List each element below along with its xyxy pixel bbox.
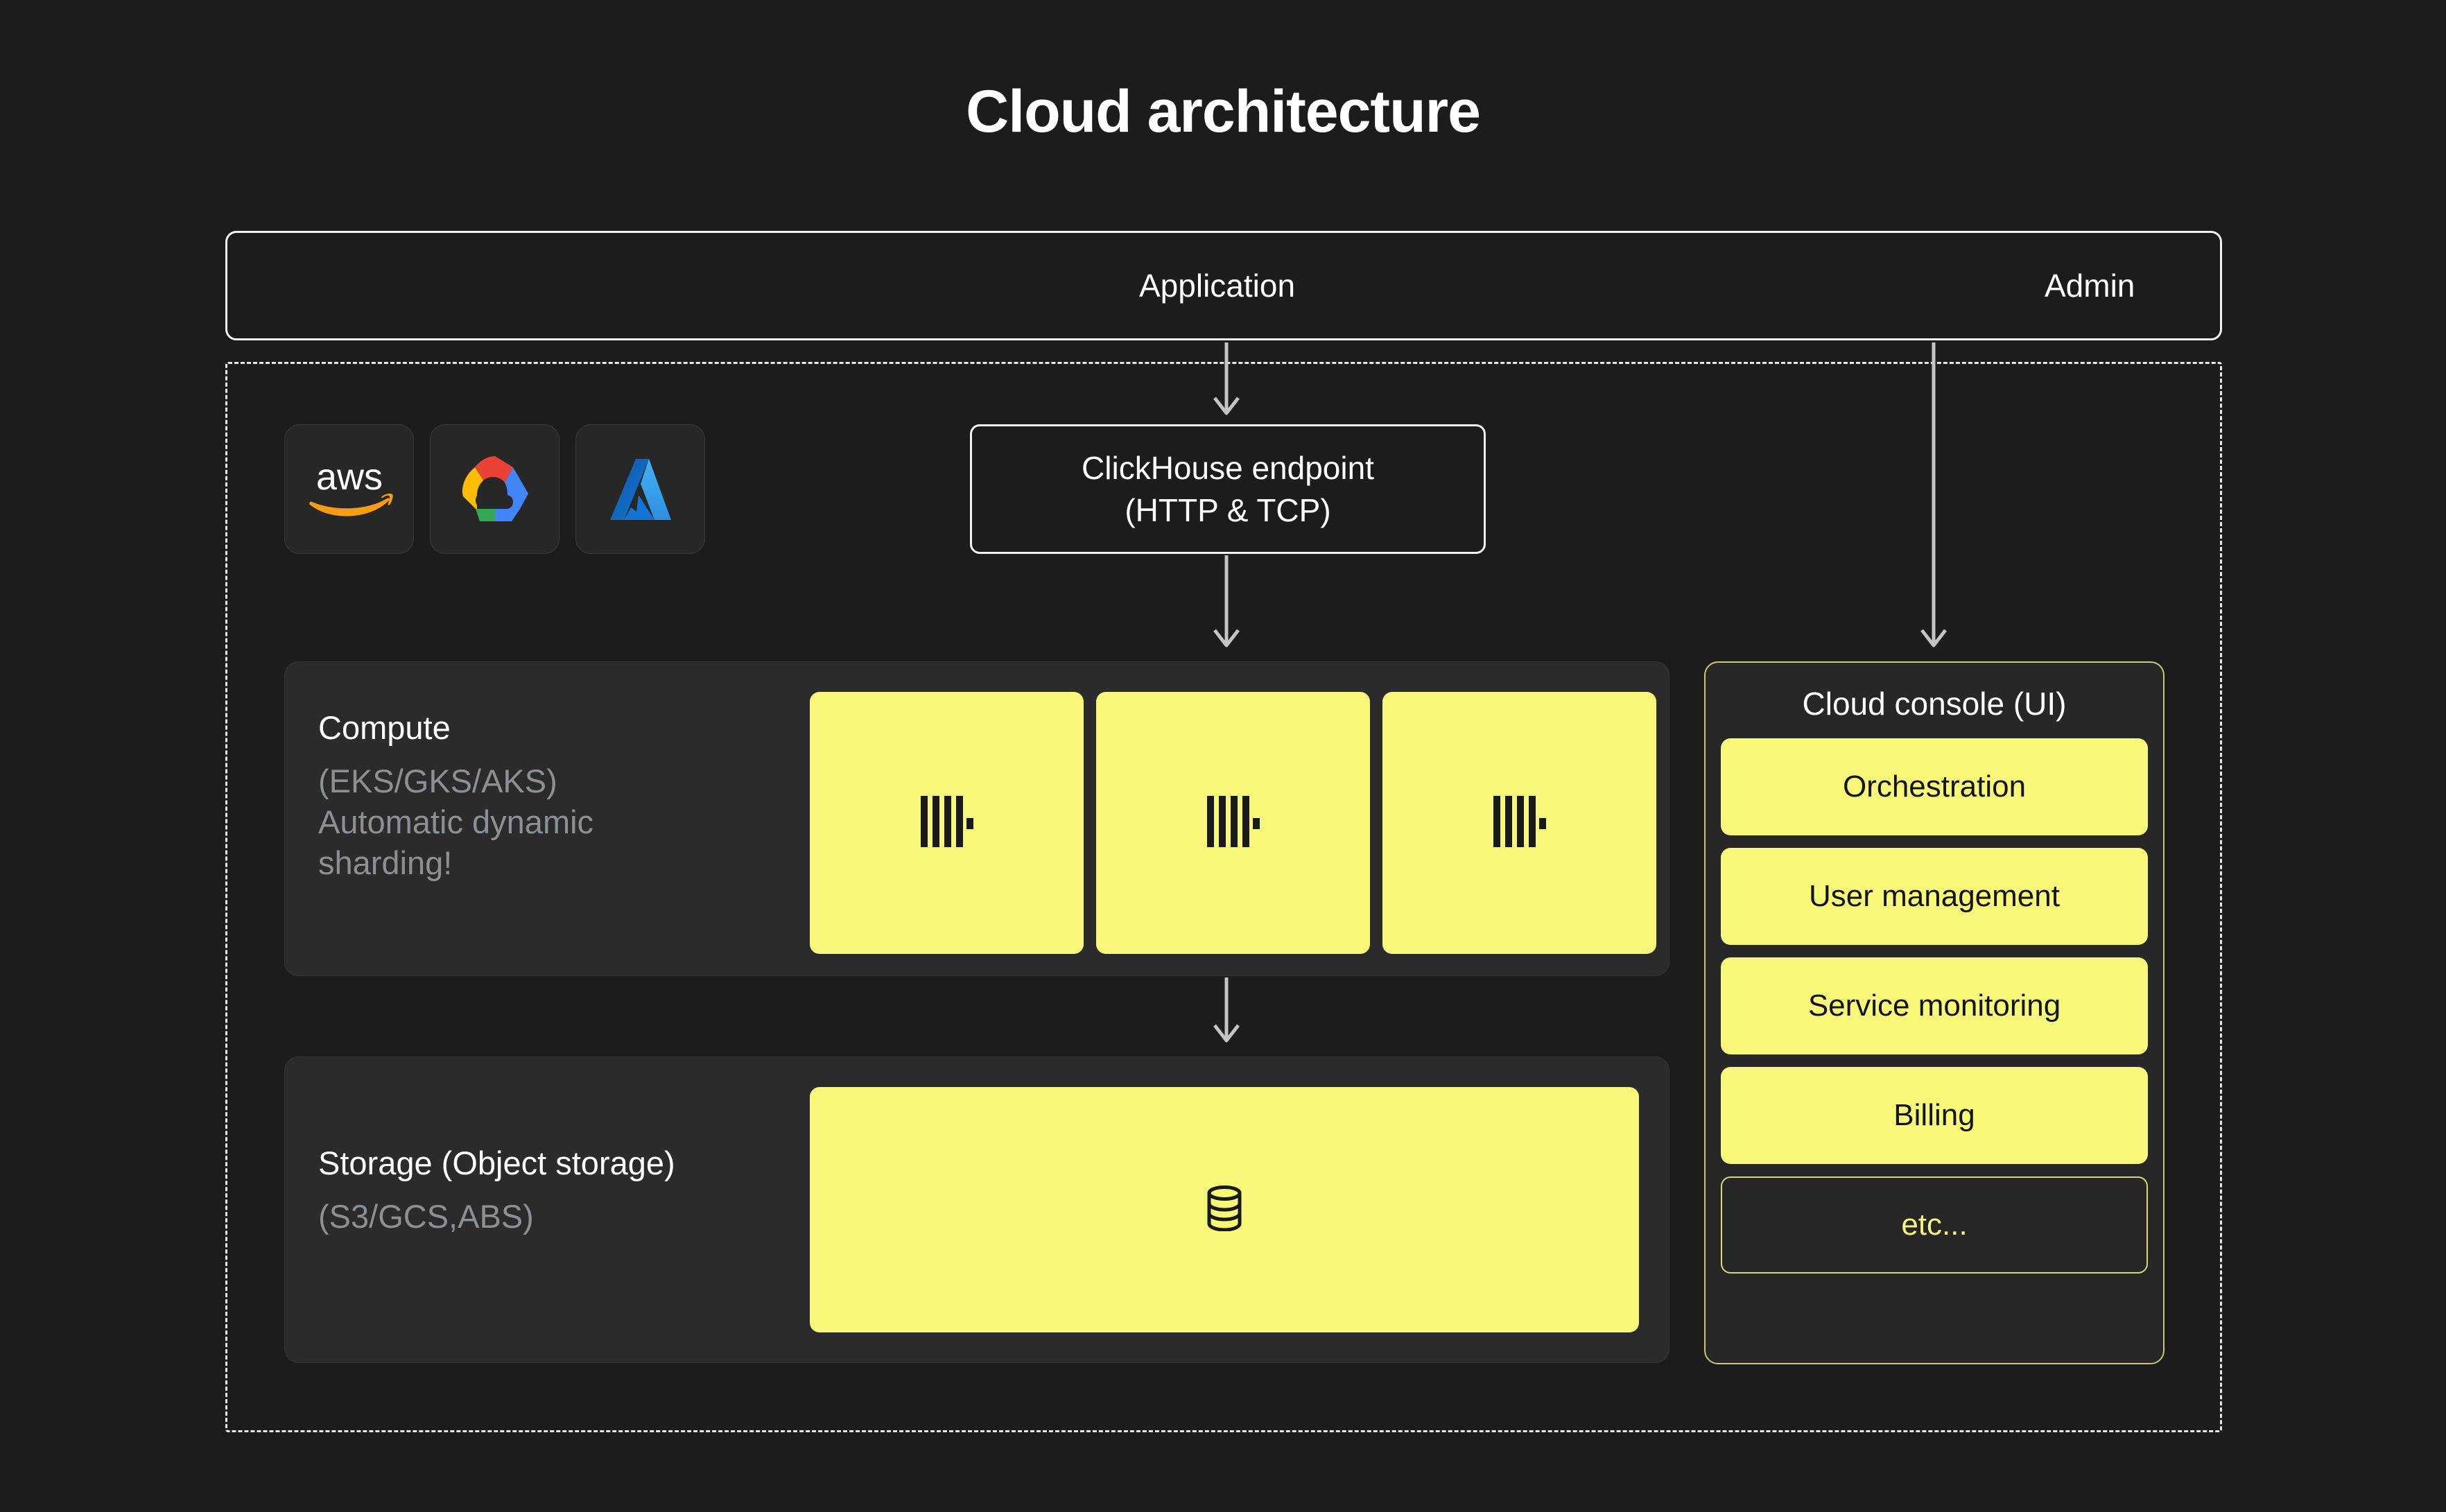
azure-logo-icon <box>605 453 677 525</box>
cloud-console-panel: Cloud console (UI) Orchestration User ma… <box>1704 661 2165 1364</box>
compute-panel-text: Compute (EKS/GKS/AKS)Automatic dynamic s… <box>318 711 706 884</box>
cloud-provider-list: aws <box>284 424 705 554</box>
console-item-orchestration[interactable]: Orchestration <box>1721 738 2148 836</box>
storage-subtitle: (S3/GCS,ABS) <box>318 1198 534 1235</box>
clickhouse-logo-icon <box>1206 795 1260 851</box>
cloud-console-title: Cloud console (UI) <box>1802 686 2067 722</box>
provider-tile-google-cloud[interactable] <box>430 424 560 554</box>
console-item-billing[interactable]: Billing <box>1721 1067 2148 1165</box>
consumer-label-admin: Admin <box>2045 268 2135 304</box>
svg-text:aws: aws <box>315 456 382 498</box>
console-item-user-management[interactable]: User management <box>1721 848 2148 946</box>
console-item-etc[interactable]: etc... <box>1721 1176 2148 1274</box>
storage-panel-text: Storage (Object storage) (S3/GCS,ABS) <box>318 1146 675 1237</box>
page-title: Cloud architecture <box>966 78 1481 145</box>
consumer-label-application: Application <box>1139 268 1296 304</box>
database-cylinder-icon <box>1206 1185 1243 1235</box>
clickhouse-endpoint-box[interactable]: ClickHouse endpoint (HTTP & TCP) <box>970 424 1486 554</box>
clickhouse-logo-icon <box>1493 795 1546 851</box>
compute-node-card[interactable] <box>1382 692 1656 954</box>
storage-title: Storage (Object storage) <box>318 1145 675 1181</box>
compute-node-list <box>810 692 1656 954</box>
google-cloud-logo-icon <box>456 455 534 524</box>
provider-tile-azure[interactable] <box>575 424 705 554</box>
compute-subtitle: (EKS/GKS/AKS)Automatic dynamic sharding! <box>318 763 594 881</box>
consumers-bar: Application Admin <box>225 231 2222 340</box>
provider-tile-aws[interactable]: aws <box>284 424 414 554</box>
cloud-boundary <box>225 362 2222 1432</box>
endpoint-line-2: (HTTP & TCP) <box>1125 492 1331 528</box>
compute-title: Compute <box>318 709 451 746</box>
aws-logo-icon: aws <box>304 456 394 523</box>
compute-node-card[interactable] <box>810 692 1084 954</box>
compute-node-card[interactable] <box>1096 692 1370 954</box>
clickhouse-logo-icon <box>920 795 973 851</box>
storage-card[interactable] <box>810 1087 1639 1332</box>
console-item-service-monitoring[interactable]: Service monitoring <box>1721 957 2148 1055</box>
endpoint-line-1: ClickHouse endpoint <box>1082 450 1374 487</box>
